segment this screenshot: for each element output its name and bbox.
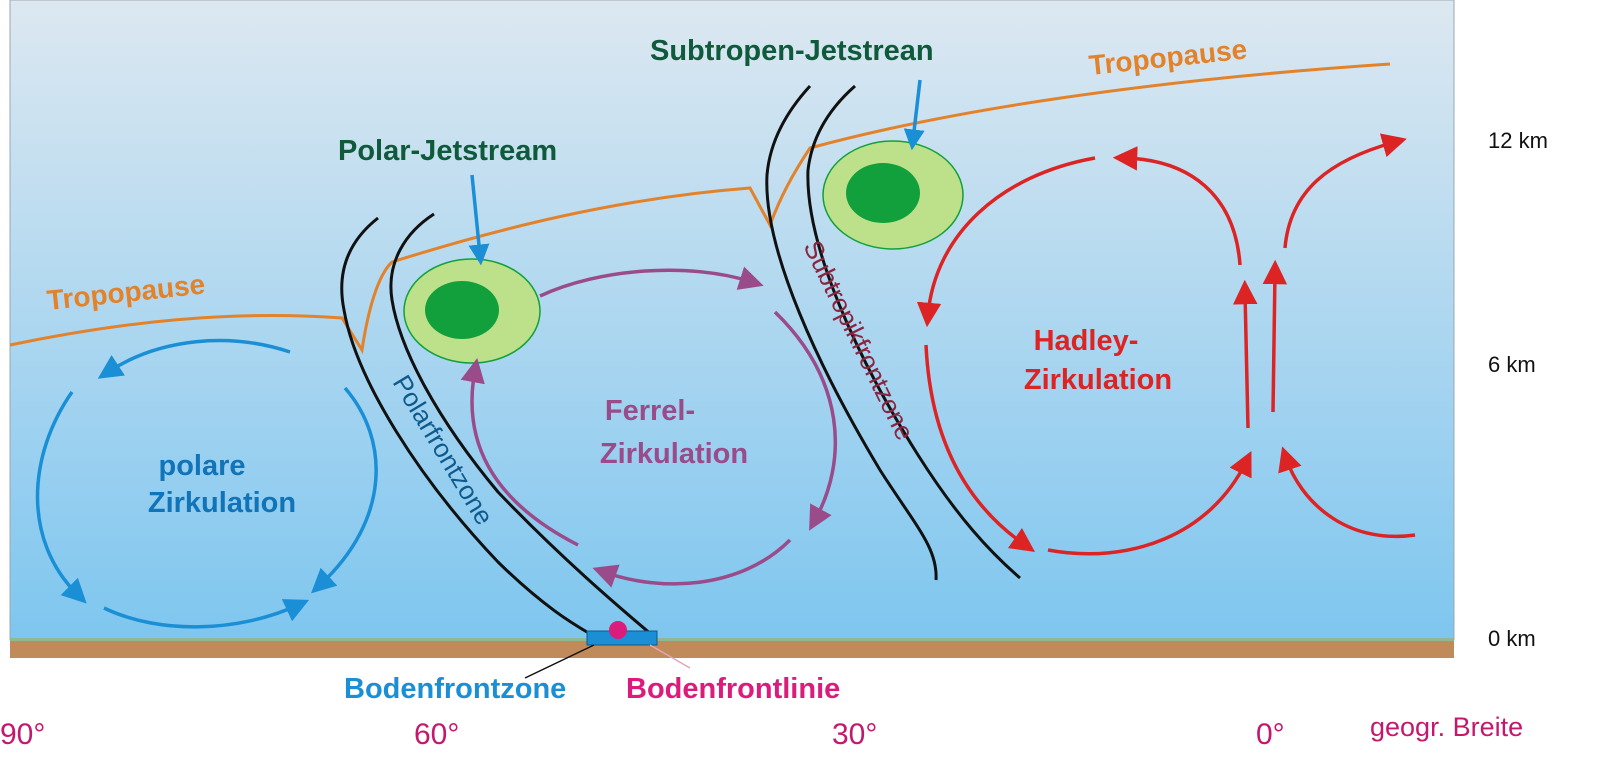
altitude-label-12km: 12 km: [1488, 128, 1548, 153]
subtropikfront-line-left: [765, 84, 938, 581]
polar-jet-pointer-arrow: [468, 174, 490, 266]
polar-cell-arrow-bottom: [103, 599, 310, 629]
ground-top-edge: [10, 638, 1454, 641]
hadley-arrow-bottom-right: [1278, 446, 1416, 539]
latitude-label-0: 0°: [1256, 718, 1285, 751]
latitude-label-90: 90°: [0, 718, 45, 751]
hadley-arrow-top-left: [916, 156, 1096, 328]
subtropen-jetstream-label: Subtropen-Jetstrean: [650, 35, 934, 67]
ferrel-cell-label-line1: Ferrel-: [605, 395, 695, 427]
polar-cell-label-line1: polare: [158, 450, 245, 482]
subtropikfront-line-right: [806, 84, 1021, 580]
bodenfrontlinie-marker: [609, 621, 627, 639]
hadley-arrow-upper-right: [1283, 133, 1407, 249]
bodenfrontlinie-label: Bodenfrontlinie: [626, 673, 840, 705]
subtropen-jet-pointer-arrow: [903, 79, 925, 151]
hadley-arrow-upper-left: [1112, 146, 1242, 266]
bodenfrontzone-label: Bodenfrontzone: [344, 673, 566, 705]
ferrel-cell-arrow-left: [460, 357, 579, 547]
hadley-arrow-bottom-left: [1047, 451, 1252, 556]
bodenfrontlinie-leader: [649, 644, 691, 669]
polarfront-line-left: [340, 216, 593, 637]
ferrel-cell-arrow-bottom: [592, 538, 792, 588]
latitude-axis-label: geogr. Breite: [1370, 712, 1523, 742]
polar-cell-arrow-left: [35, 390, 87, 604]
polar-cell-arrow-right: [311, 386, 378, 594]
polar-jetstream-core: [425, 281, 499, 339]
altitude-label-6km: 6 km: [1488, 352, 1536, 377]
latitude-label-60: 60°: [414, 718, 459, 751]
ferrel-cell-arrow-top: [539, 266, 764, 298]
ground-surface: [10, 638, 1454, 658]
hadley-arrow-left-down: [924, 344, 1036, 552]
subtropen-jetstream-core: [846, 163, 920, 223]
hadley-arrow-up-left: [1233, 279, 1258, 429]
tropopause-line: [9, 62, 1391, 355]
hadley-cell-label-line1: Hadley-: [1034, 325, 1139, 357]
hadley-arrow-up-right: [1262, 259, 1288, 413]
latitude-label-30: 30°: [832, 718, 877, 751]
polar-cell-label-line2: Zirkulation: [148, 487, 296, 519]
sky-background: [9, 0, 1455, 641]
polar-cell-arrow-top: [97, 338, 291, 379]
hadley-cell-label-line2: Zirkulation: [1024, 364, 1172, 396]
polar-jetstream-label: Polar-Jetstream: [338, 135, 557, 167]
bodenfrontzone-leader: [524, 644, 595, 679]
ferrel-cell-arrow-right: [773, 310, 838, 531]
altitude-label-0km: 0 km: [1488, 626, 1536, 651]
ferrel-cell-label-line2: Zirkulation: [600, 438, 748, 470]
